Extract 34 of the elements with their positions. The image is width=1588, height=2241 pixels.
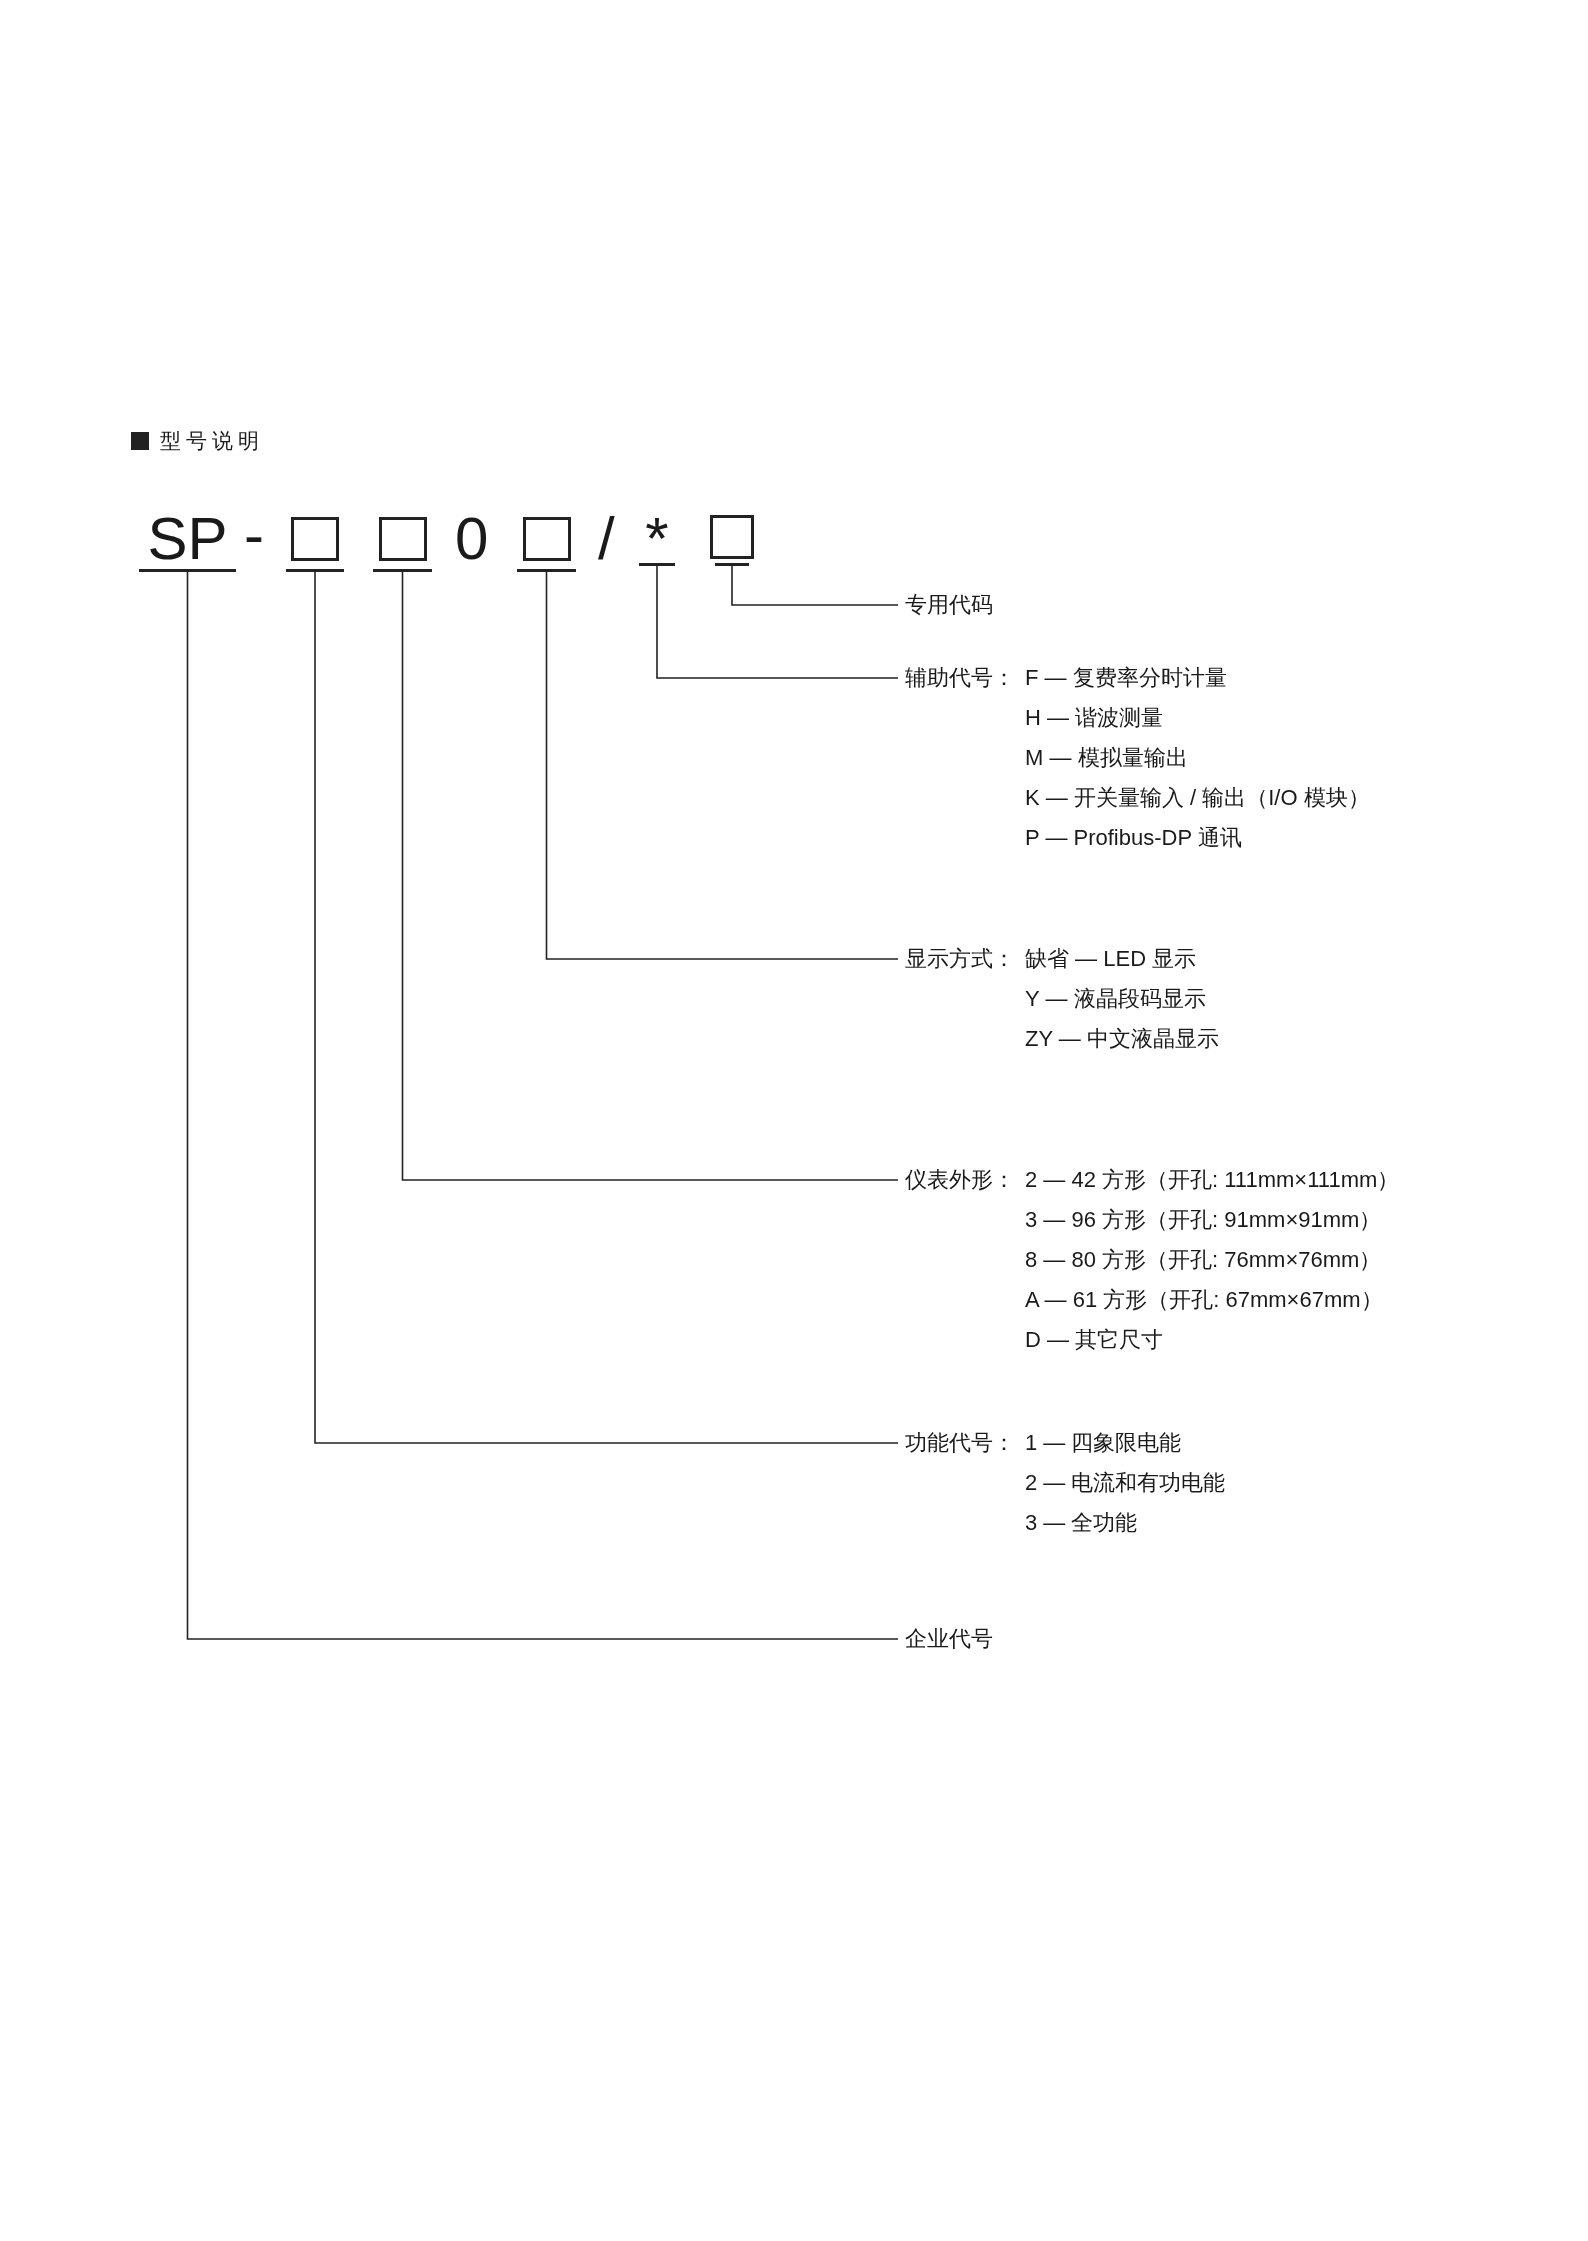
option-text: A — 61 方形（开孔: 67mm×67mm）	[1025, 1286, 1384, 1314]
option-text: M — 模拟量输出	[1025, 744, 1189, 772]
code-segment: SP	[139, 509, 236, 572]
option-text: 1 — 四象限电能	[1025, 1429, 1183, 1457]
option-text: 8 — 80 方形（开孔: 76mm×76mm）	[1025, 1246, 1383, 1274]
code-character: /	[598, 509, 615, 569]
option-text: H — 谐波测量	[1025, 704, 1165, 732]
leader-line	[314, 571, 899, 1444]
leader-line	[731, 565, 899, 606]
option-text: D — 其它尺寸	[1025, 1326, 1165, 1354]
option-text: ZY — 中文液晶显示	[1025, 1025, 1219, 1053]
option-text: 2 — 42 方形（开孔: 111mm×111mm）	[1025, 1166, 1400, 1194]
description-heading: 辅助代号：	[904, 664, 1016, 692]
option-text: 缺省 — LED 显示	[1025, 945, 1198, 973]
code-character: -	[244, 505, 264, 565]
description-heading: 功能代号：	[904, 1429, 1016, 1457]
code-segment: *	[639, 509, 675, 566]
leader-line	[401, 571, 899, 1181]
code-character: 0	[455, 509, 489, 569]
option-text: 3 — 全功能	[1025, 1509, 1139, 1537]
option-text: Y — 液晶段码显示	[1025, 985, 1207, 1013]
leader-line	[186, 571, 899, 1640]
description-heading: 仪表外形：	[904, 1166, 1016, 1194]
code-description: 企业代号	[898, 1619, 993, 1659]
section-title: 型号说明	[160, 428, 264, 454]
option-text: K — 开关量输入 / 输出（I/O 模块）	[1025, 784, 1370, 812]
option-text: F — 复费率分时计量	[1025, 664, 1228, 692]
option-text: P — Profibus-DP 通讯	[1025, 824, 1243, 852]
option-text: 3 — 96 方形（开孔: 91mm×91mm）	[1025, 1206, 1383, 1234]
code-description: 专用代码	[898, 585, 993, 625]
leader-line	[656, 565, 899, 679]
leader-line	[545, 571, 899, 960]
description-heading: 显示方式：	[904, 945, 1016, 973]
option-text: 2 — 电流和有功电能	[1025, 1469, 1226, 1497]
